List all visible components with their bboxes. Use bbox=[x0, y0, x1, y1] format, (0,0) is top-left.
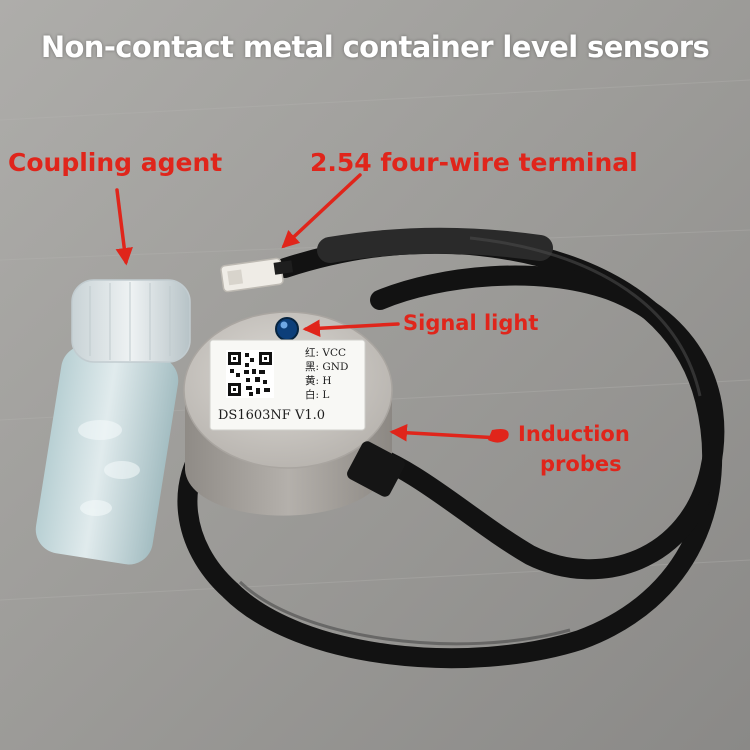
sensor-label bbox=[209, 339, 366, 431]
label-coupling-agent: Coupling agent bbox=[8, 148, 223, 177]
arrow-terminal bbox=[281, 173, 362, 249]
wiring-row-vcc: 红: VCC bbox=[305, 347, 347, 359]
coupling-agent-bottle bbox=[35, 279, 191, 565]
qr-code bbox=[226, 350, 274, 398]
wiring-row-h: 黄: H bbox=[305, 375, 332, 387]
arrow-induction-tip bbox=[488, 429, 509, 443]
cable-gland bbox=[347, 441, 405, 497]
arrow-induction-probes bbox=[389, 424, 502, 442]
four-wire-terminal bbox=[220, 257, 294, 293]
label-signal-light: Signal light bbox=[403, 311, 539, 335]
label-induction: Induction bbox=[518, 422, 630, 446]
sensor-model: DS1603NF V1.0 bbox=[218, 408, 326, 423]
page-title: Non-contact metal container level sensor… bbox=[40, 30, 710, 64]
label-probes: probes bbox=[540, 452, 622, 476]
wiring-row-l: 白: L bbox=[305, 389, 330, 401]
cable-highlight bbox=[238, 236, 702, 646]
wiring-row-gnd: 黑: GND bbox=[305, 361, 349, 373]
annotation-arrows bbox=[115, 173, 502, 442]
signal-light bbox=[275, 317, 299, 341]
arrow-signal-light bbox=[302, 319, 400, 337]
arrow-coupling-agent bbox=[115, 188, 133, 266]
label-terminal: 2.54 four-wire terminal bbox=[310, 148, 638, 177]
